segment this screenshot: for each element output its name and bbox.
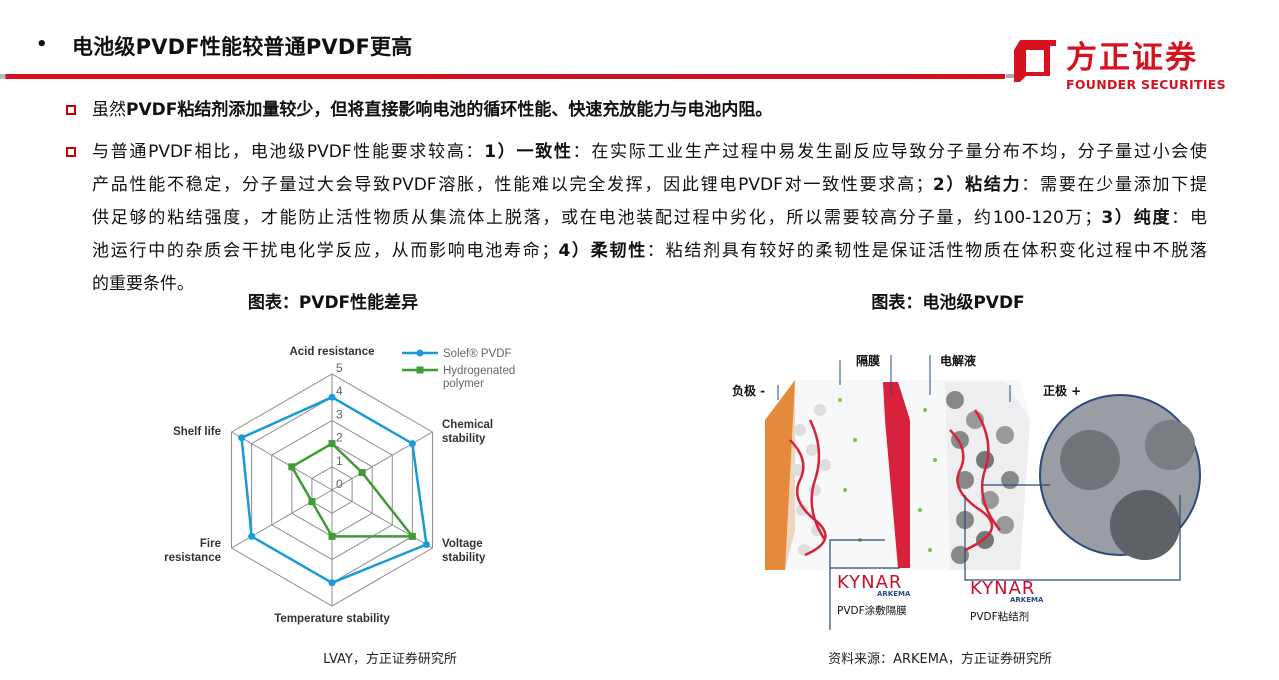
anode-particles: [789, 404, 831, 557]
logo-text-cn: 方正证券: [1066, 40, 1198, 76]
text: 的重要条件。: [92, 274, 194, 294]
text: ：在实际工业生产过程中易发生副反应导致分子量分布不均，分子量过小会使: [572, 142, 1207, 162]
legend-label: Hydrogenated: [443, 365, 515, 377]
data-point: [408, 532, 416, 540]
battery-pvdf-illustration: 负极 - 隔膜 电解液 正极 + KYNAR ARKEMA PVDF涂敷隔膜 K…: [720, 340, 1260, 630]
logo-text-en: FOUNDER SECURITIES: [1066, 77, 1226, 92]
text: ：电: [1171, 208, 1208, 228]
title-divider: [0, 74, 1005, 79]
axis-label: Acid resistance: [289, 346, 374, 358]
square-bullet-icon: [66, 147, 76, 157]
axis-label: Shelf life: [173, 426, 221, 438]
tick-label: 3: [336, 407, 343, 421]
text: 与普通PVDF相比，电池级PVDF性能要求较高：: [92, 142, 485, 162]
kynar-logo-left: KYNAR ARKEMA PVDF涂敷隔膜: [837, 572, 911, 617]
text: 虽然: [92, 100, 126, 120]
tick-label: 0: [336, 477, 343, 491]
legend-marker: [416, 349, 424, 357]
legend-marker: [416, 366, 424, 374]
axis-label: stability: [442, 433, 486, 445]
axis-label: Voltage: [442, 538, 483, 550]
grid-spoke: [331, 431, 433, 491]
text: 池运行中的杂质会干扰电化学反应，从而影响电池寿命；: [92, 241, 559, 261]
data-point: [308, 498, 316, 506]
bullet-paragraph-1: 虽然PVDF粘结剂添加量较少，但将直接影响电池的循环性能、快速充放能力与电池内阻…: [92, 94, 1207, 127]
kynar-logo-right: KYNAR ARKEMA PVDF粘结剂: [970, 578, 1044, 623]
bold-text: 3）纯度: [1101, 208, 1172, 228]
data-point: [248, 532, 256, 540]
source-note-left: LVAY，方正证券研究所: [323, 652, 457, 667]
tick-label: 5: [336, 361, 343, 375]
paragraph-line: 的重要条件。: [92, 268, 1207, 301]
legend-label: polymer: [443, 378, 484, 390]
separator: [883, 382, 910, 568]
text: 产品性能不稳定，分子量过大会导致PVDF溶胀，性能难以完全发挥，因此锂电PVDF…: [92, 175, 933, 195]
bold-text: 1）一致性: [484, 142, 573, 162]
text: ：粘结剂具有较好的柔韧性是保证活性物质在体积变化过程中不脱落: [646, 241, 1207, 261]
square-bullet-icon: [66, 105, 76, 115]
logo-mark-icon: [1006, 40, 1056, 82]
figure-caption-left: 图表：PVDF性能差异: [247, 293, 419, 313]
data-point: [328, 440, 336, 448]
paragraph-line: 产品性能不稳定，分子量过大会导致PVDF溶胀，性能难以完全发挥，因此锂电PVDF…: [92, 169, 1207, 202]
data-point: [328, 393, 336, 401]
slide-title-bullet: •: [36, 34, 48, 55]
axis-label: Chemical: [442, 419, 493, 431]
legend-label: Solef® PVDF: [443, 348, 512, 360]
text: 供足够的粘结强度，才能防止活性物质从集流体上脱落，或在电池装配过程中劣化，所以需…: [92, 208, 1102, 228]
paragraph-line: 池运行中的杂质会干扰电化学反应，从而影响电池寿命；4）柔韧性：粘结剂具有较好的柔…: [92, 235, 1207, 268]
axis-label: stability: [442, 552, 486, 564]
bold-text: 4）柔韧性: [558, 241, 647, 261]
paragraph-line: 与普通PVDF相比，电池级PVDF性能要求较高：1）一致性：在实际工业生产过程中…: [92, 136, 1207, 169]
source-note-right: 资料来源：ARKEMA，方正证券研究所: [828, 652, 1052, 667]
axis-label: resistance: [164, 552, 221, 564]
anode-label: 负极 -: [732, 384, 766, 398]
figure-caption-right: 图表：电池级PVDF: [871, 293, 1025, 313]
tick-label: 2: [336, 431, 343, 445]
battery-diagram: [765, 355, 1201, 630]
axis-label: Temperature stability: [274, 613, 390, 625]
separator-label: 隔膜: [856, 354, 881, 368]
electrolyte-label: 电解液: [940, 354, 977, 368]
data-point: [408, 440, 416, 448]
slide-title: 电池级PVDF性能较普通PVDF更高: [72, 35, 413, 59]
data-point: [238, 434, 246, 442]
bold-text: PVDF粘结剂添加量较少，但将直接影响电池的循环性能、快速充放能力与电池内阻。: [126, 100, 773, 120]
data-point: [358, 469, 366, 477]
data-point: [328, 579, 336, 587]
data-point: [288, 463, 296, 471]
electrolyte-ions: [838, 398, 937, 552]
paragraph-line: 供足够的粘结强度，才能防止活性物质从集流体上脱落，或在电池装配过程中劣化，所以需…: [92, 202, 1207, 235]
text: ：需要在少量添加下提: [1021, 175, 1207, 195]
paragraph-line: 虽然PVDF粘结剂添加量较少，但将直接影响电池的循环性能、快速充放能力与电池内阻…: [92, 94, 1207, 127]
series-line-0: [240, 395, 428, 585]
tick-label: 4: [336, 384, 343, 398]
tick-label: 1: [336, 454, 343, 468]
cathode-particles: [945, 382, 1030, 570]
grid-spoke: [231, 431, 333, 491]
bold-text: 2）粘结力: [932, 175, 1022, 195]
bullet-paragraph-2: 与普通PVDF相比，电池级PVDF性能要求较高：1）一致性：在实际工业生产过程中…: [92, 136, 1207, 301]
data-point: [328, 532, 336, 540]
data-point: [422, 541, 430, 549]
cathode-label: 正极 +: [1043, 384, 1082, 398]
axis-label: Fire: [200, 538, 221, 550]
founder-securities-logo: 方正证券 FOUNDER SECURITIES: [1006, 36, 1226, 92]
